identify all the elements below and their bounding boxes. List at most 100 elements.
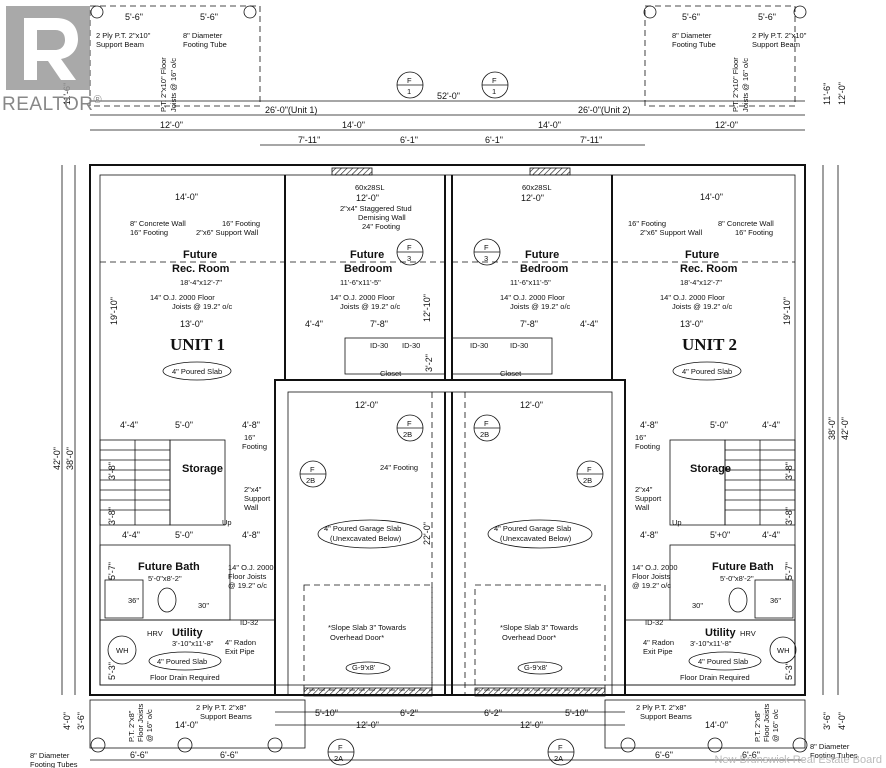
tube-tr-1 xyxy=(643,5,657,19)
dim-right-12: 12'-0" xyxy=(715,120,738,130)
u1-joists-c: 14" O.J. 2000 Floor xyxy=(330,293,395,302)
bottom-d4-0-left: 4'-0" xyxy=(62,712,72,730)
u2-slab: 4" Poured Slab xyxy=(682,367,732,376)
u2-oj-a: 14" O.J. 2000 xyxy=(632,563,678,572)
u2-closet: Closet xyxy=(500,369,522,378)
bottom-d4-0-right: 4'-0" xyxy=(837,712,847,730)
note-u1-support-wall: 2"x6" Support Wall xyxy=(196,228,258,237)
u2-support-c: Wall xyxy=(635,503,650,512)
bottom-pt-joists-e: Floor Joists xyxy=(762,703,771,742)
dim-12-10: 12'-10" xyxy=(422,294,432,322)
section-marker-shapes xyxy=(299,71,604,766)
u1-utility-size: 3'-10"x11'-8" xyxy=(172,639,214,648)
section-marker-1a-letter: F xyxy=(407,76,412,85)
garage-slope-b-1: *Slope Slab 3" Towards xyxy=(500,623,578,632)
u2-radon-b: Exit Pipe xyxy=(643,647,673,656)
u2-oj-c: @ 19.2" o/c xyxy=(632,581,671,590)
board-watermark: New Brunswick Real Estate Board xyxy=(714,754,882,766)
dim-6-1-right: 6'-1" xyxy=(485,135,503,145)
note-ply-beam-left: 2 Ply P.T. 2"x10" xyxy=(96,31,151,40)
dim-right-11-6: 11'-6" xyxy=(822,83,832,105)
u1-oj-a: 14" O.J. 2000 xyxy=(228,563,274,572)
u1-toilet: 30" xyxy=(198,601,209,610)
u2-d3-8: 3'-8" xyxy=(784,462,794,480)
garage-door-b: G-9'x8' xyxy=(524,663,548,672)
u1-support-b: Support xyxy=(244,494,271,503)
dim-left-12: 12'-0" xyxy=(160,120,183,130)
u1-storage: Storage xyxy=(182,463,223,475)
toilet-u2 xyxy=(728,587,748,613)
u2-d4-8: 4'-8" xyxy=(640,420,658,430)
bottom-ply-b-2: Support Beams xyxy=(640,712,692,721)
garage-slope-b-2: Overhead Door* xyxy=(502,633,556,642)
note-u1-footing-16: 16" Footing xyxy=(130,228,168,237)
note-ply-beam-right-2: Support Beam xyxy=(752,40,800,49)
u1-d3-8: 3'-8" xyxy=(107,462,117,480)
section-marker-3a-letter: F xyxy=(407,243,412,252)
bottom-d14-left: 14'-0" xyxy=(175,720,198,730)
section-marker-2a-b-num: 2A xyxy=(554,754,563,763)
foundation-inner-wall xyxy=(99,174,796,686)
garage-slab-b-2: (Unexcavated Below) xyxy=(500,534,572,543)
garage-slab-b-1: 4" Poured Garage Slab xyxy=(494,524,571,533)
realtor-logo: REALTOR® xyxy=(0,0,102,120)
note-floor-joists-right: P.T. 2"x10" Floor xyxy=(731,57,740,112)
section-marker-2a-a-letter: F xyxy=(338,743,343,752)
section-marker-2b-b-num: 2B xyxy=(480,430,489,439)
note-ply-beam-right: 2 Ply P.T. 2"x10" xyxy=(752,31,807,40)
bottom-d12-left: 12'-0" xyxy=(356,720,379,730)
utility-u2 xyxy=(624,619,796,686)
dim-depth-left-42: 42'-0" xyxy=(52,447,62,470)
u1-bath: Future Bath xyxy=(138,561,200,573)
section-marker-1b-letter: F xyxy=(492,76,497,85)
note-u2-footing-16b: 16" Footing xyxy=(735,228,773,237)
u1-joists-b: Joists @ 19.2" o/c xyxy=(172,302,233,311)
u1-rec-room-b: Rec. Room xyxy=(172,263,230,275)
bottom-tubes-left-a: 8" Diameter xyxy=(30,751,70,760)
garage-slab-a-ellipse xyxy=(317,519,423,549)
u1-footing-16d: Footing xyxy=(242,442,267,451)
u1-d4-4: 4'-4" xyxy=(120,420,138,430)
garage-door-b-ellipse xyxy=(517,661,563,675)
u2-footing-16d: Footing xyxy=(635,442,660,451)
foundation-outer-wall xyxy=(89,164,806,696)
bottom-tubes-right-b: Footing Tubes xyxy=(810,751,858,760)
section-marker-2b-d-num: 2B xyxy=(583,476,592,485)
dim-7-11-right: 7'-11" xyxy=(580,135,602,145)
u2-bedroom-a: Future xyxy=(525,249,559,261)
note-u2-footing-16: 16" Footing xyxy=(628,219,666,228)
u2-support-a: 2"x4" xyxy=(635,485,653,494)
bottom-d6-6-a: 6'-6" xyxy=(130,750,148,760)
u1-utility: Utility xyxy=(172,627,203,639)
bottom-d6-6-d: 6'-6" xyxy=(742,750,760,760)
unit-1-label: UNIT 1 xyxy=(170,335,225,354)
bottom-tubes-right-a: 8" Diameter xyxy=(810,742,850,751)
note-u2-support-wall: 2"x6" Support Wall xyxy=(640,228,702,237)
u1-door-b: ID-30 xyxy=(402,341,420,350)
u1-joists-d: Joists @ 19.2" o/c xyxy=(340,302,401,311)
note-ply-beam-left-2: Support Beam xyxy=(96,40,144,49)
dim-7-8-b: 7'-8" xyxy=(520,319,538,329)
shower-u2 xyxy=(754,579,794,619)
u1-bedroom-b: Bedroom xyxy=(344,263,393,275)
dim-u2-13: 13'-0" xyxy=(680,319,703,329)
note-footing-24: 24" Footing xyxy=(362,222,400,231)
u1-closet: Closet xyxy=(380,369,402,378)
dim-right-14: 14'-0" xyxy=(538,120,561,130)
utility-u1 xyxy=(99,619,276,686)
note-u1-footing-16b: 16" Footing xyxy=(222,219,260,228)
dim-deck-right-a: 5'-6" xyxy=(682,12,700,22)
garage-inner-wall xyxy=(287,391,613,696)
u2-d4-4: 4'-4" xyxy=(762,420,780,430)
shower-u1 xyxy=(104,579,144,619)
tube-bl-3 xyxy=(267,737,283,753)
u2-d4-4b: 4'-4" xyxy=(762,530,780,540)
note-u2-concrete-wall: 8" Concrete Wall xyxy=(718,219,774,228)
window-right-label: 60x28SL xyxy=(522,183,552,192)
bottom-d12-right: 12'-0" xyxy=(520,720,543,730)
bottom-ply-b: 2 Ply P.T. 2"x8" xyxy=(636,703,687,712)
dim-deck-left-a: 5'-6" xyxy=(125,12,143,22)
bottom-ply-a-2: Support Beams xyxy=(200,712,252,721)
bottom-pt-joists-a: P.T. 2"x8" xyxy=(127,710,136,742)
